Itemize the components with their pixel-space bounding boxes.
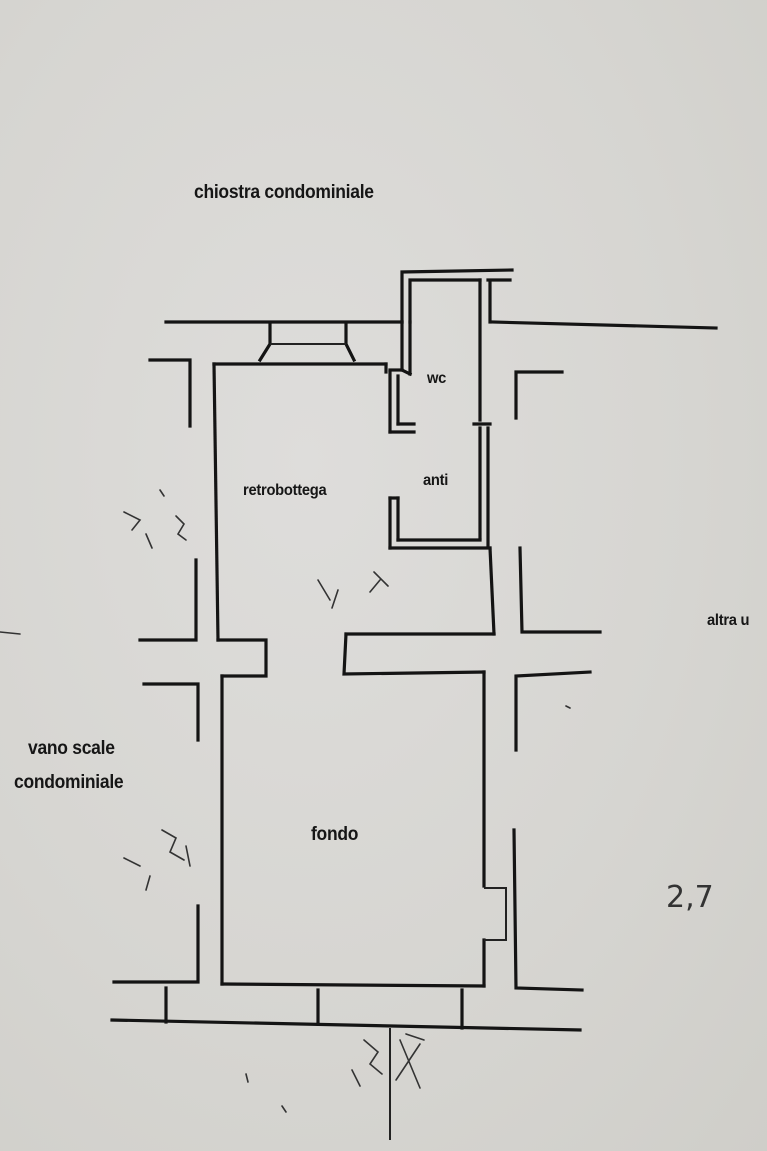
other-unit-label: altra u <box>707 612 750 629</box>
fondo-walls <box>220 670 507 988</box>
fondo-label: fondo <box>311 824 359 845</box>
internal-passage <box>216 632 486 678</box>
stairwell-label-line2: condominiale <box>14 772 124 793</box>
top-window-opening <box>257 322 357 363</box>
right-unit-walls <box>512 370 602 992</box>
stairwell-label-line1: vano scale <box>28 738 115 759</box>
handwritten-marks <box>0 489 571 1113</box>
handwritten-height-note: 2,7 <box>666 880 714 915</box>
wc-block-walls <box>388 268 514 550</box>
front-facade-wall <box>110 986 582 1032</box>
wc-label: wc <box>427 370 447 387</box>
courtyard-label: chiostra condominiale <box>194 182 374 203</box>
entrance-marker <box>351 1028 425 1140</box>
anti-label: anti <box>423 472 449 489</box>
courtyard-boundary-wall <box>164 320 718 330</box>
left-stairwell-walls <box>112 358 200 984</box>
retrobottega-walls <box>212 362 496 642</box>
retrobottega-label: retrobottega <box>243 482 327 499</box>
